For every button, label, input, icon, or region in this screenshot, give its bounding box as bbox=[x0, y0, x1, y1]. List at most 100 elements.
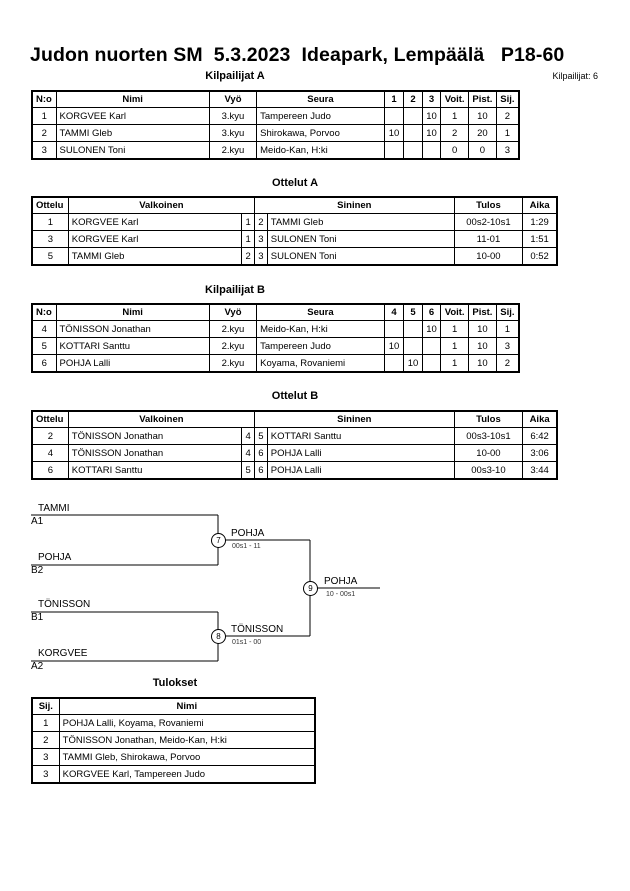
bracket-top2-name: POHJA bbox=[38, 552, 72, 563]
column-header: 3 bbox=[421, 90, 442, 108]
table-cell: 6 bbox=[31, 461, 69, 480]
matches-b-title: Ottelut B bbox=[271, 390, 319, 402]
table-cell: 2 bbox=[495, 107, 520, 125]
table-cell: 4 bbox=[31, 320, 57, 338]
table-cell: 00s3-10s1 bbox=[453, 427, 524, 445]
pool-a-title: Kilpailijat A bbox=[205, 70, 265, 82]
table-cell: 5 bbox=[31, 337, 57, 355]
pool-b-title: Kilpailijat B bbox=[205, 284, 265, 296]
table-cell: 5 bbox=[241, 461, 255, 480]
bracket-bot2-name: KORGVEE bbox=[38, 648, 88, 659]
bracket-top1-name: TAMMI bbox=[38, 503, 70, 514]
table-cell: 3:06 bbox=[522, 444, 558, 462]
column-header: Nimi bbox=[55, 90, 210, 108]
table-cell: 2 bbox=[31, 124, 57, 142]
table-cell: 4 bbox=[241, 427, 255, 445]
table-cell: 10 bbox=[467, 337, 497, 355]
column-header: Ottelu bbox=[31, 410, 69, 428]
table-cell: 10 bbox=[403, 354, 423, 373]
table-cell: POHJA Lalli bbox=[266, 461, 455, 480]
table-cell: 6 bbox=[253, 461, 268, 480]
column-header: 1 bbox=[383, 90, 405, 108]
table-cell: TAMMI Gleb bbox=[266, 213, 455, 231]
header-row: Sij.Nimi bbox=[31, 697, 316, 715]
table-cell: 3 bbox=[31, 141, 57, 160]
table-cell bbox=[421, 354, 442, 373]
semi1-score: 00s1 - 11 bbox=[232, 543, 261, 550]
participant-count: Kilpailijat: 6 bbox=[552, 71, 598, 81]
column-header: Voit. bbox=[440, 303, 469, 321]
table-cell: Shirokawa, Porvoo bbox=[256, 124, 385, 142]
table-cell: 3.kyu bbox=[208, 107, 258, 125]
table-cell: SULONEN Toni bbox=[266, 230, 455, 248]
table-cell: TAMMI Gleb bbox=[67, 247, 243, 266]
table-cell: KOTTARI Santtu bbox=[266, 427, 455, 445]
table-cell: 3 bbox=[253, 230, 268, 248]
column-header: Aika bbox=[522, 410, 558, 428]
table-cell: 2 bbox=[241, 247, 255, 266]
bracket-top2-slot: B2 bbox=[31, 565, 44, 576]
column-header: Voit. bbox=[440, 90, 469, 108]
table-cell: 0:52 bbox=[522, 247, 558, 266]
matches-a-title: Ottelut A bbox=[271, 177, 319, 189]
bracket-bot1-slot: B1 bbox=[31, 612, 44, 623]
column-header: Sininen bbox=[253, 410, 455, 428]
table-cell: 3 bbox=[31, 230, 69, 248]
table-cell: 10 bbox=[383, 337, 405, 355]
table-cell: 1 bbox=[440, 107, 469, 125]
table-cell bbox=[403, 141, 423, 160]
table-cell: 00s2-10s1 bbox=[453, 213, 524, 231]
table-cell: Koyama, Rovaniemi bbox=[256, 354, 385, 373]
table-cell: 3 bbox=[31, 748, 60, 766]
table-cell: Meido-Kan, H:ki bbox=[256, 320, 385, 338]
table-cell: Tampereen Judo bbox=[256, 107, 385, 125]
table-cell: 00s3-10 bbox=[453, 461, 524, 480]
table-cell bbox=[383, 107, 405, 125]
page-title: Judon nuorten SM 5.3.2023 Ideapark, Lemp… bbox=[30, 44, 565, 66]
semi2-winner: TÖNISSON bbox=[231, 624, 284, 635]
column-header: Sij. bbox=[495, 303, 520, 321]
column-header: Nimi bbox=[55, 303, 210, 321]
column-header: Aika bbox=[522, 196, 558, 214]
table-cell: 10-00 bbox=[453, 444, 524, 462]
results-title: Tulokset bbox=[152, 677, 198, 689]
bracket-bot1-name: TÖNISSON bbox=[38, 599, 91, 610]
table-cell: 20 bbox=[467, 124, 497, 142]
table-cell: 1 bbox=[440, 354, 469, 373]
table-cell: 1 bbox=[31, 107, 57, 125]
table-cell: SULONEN Toni bbox=[55, 141, 210, 160]
table-cell bbox=[421, 141, 442, 160]
elimination-bracket: TAMMI A1 POHJA B2 TÖNISSON B1 KORGVEE A2… bbox=[0, 495, 630, 675]
table-cell bbox=[403, 320, 423, 338]
table-cell: TÖNISSON Jonathan bbox=[67, 444, 243, 462]
table-cell: 1 bbox=[241, 230, 255, 248]
table-cell: 1 bbox=[495, 320, 520, 338]
match-7-marker: 7 bbox=[211, 533, 226, 548]
column-header: Seura bbox=[256, 303, 385, 321]
column-header: Pist. bbox=[467, 90, 497, 108]
column-header: 6 bbox=[421, 303, 442, 321]
table-cell: TÖNISSON Jonathan bbox=[55, 320, 210, 338]
table-cell bbox=[383, 320, 405, 338]
final-score: 10 - 00s1 bbox=[326, 591, 356, 598]
table-cell: POHJA Lalli, Koyama, Rovaniemi bbox=[58, 714, 316, 732]
column-header: N:o bbox=[31, 303, 57, 321]
table-cell: 2 bbox=[253, 213, 268, 231]
table-cell: 1 bbox=[241, 213, 255, 231]
table-cell: KOTTARI Santtu bbox=[67, 461, 243, 480]
